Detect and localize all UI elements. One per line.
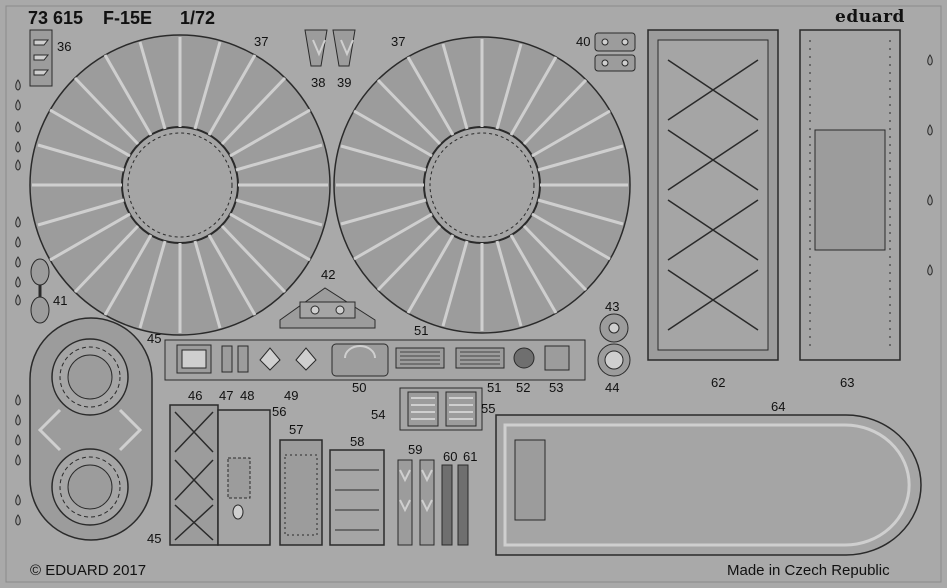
label-49: 49 <box>284 388 299 403</box>
fret-frame <box>5 5 942 583</box>
part-43-44-rings <box>597 313 631 377</box>
label-56: 56 <box>272 404 287 419</box>
brand-logo: eduard <box>835 7 905 27</box>
label-58: 58 <box>350 434 365 449</box>
label-48: 48 <box>240 388 255 403</box>
set-number: 73 615 <box>28 8 84 28</box>
part-36-clips <box>29 29 53 87</box>
label-53: 53 <box>549 380 564 395</box>
label-57: 57 <box>289 422 304 437</box>
part-42-arch-bracket <box>279 287 376 329</box>
part-45-wheel-well-plate <box>29 317 153 541</box>
label-42: 42 <box>321 267 336 282</box>
part-37-right-intake-blade-disc <box>333 36 631 334</box>
aircraft-name: F-15E <box>103 8 153 28</box>
label-47: 47 <box>219 388 234 403</box>
part-57-panel <box>279 439 323 546</box>
part-62-bay-plate <box>647 29 779 361</box>
label-46: 46 <box>188 388 203 403</box>
label-39: 39 <box>337 75 352 90</box>
label-41: 41 <box>53 293 68 308</box>
label-37-left: 37 <box>254 34 269 49</box>
label-43: 43 <box>605 299 620 314</box>
label-62: 62 <box>711 375 726 390</box>
part-37-left-intake-blade-disc <box>29 34 331 336</box>
label-37-right: 37 <box>391 34 406 49</box>
label-38: 38 <box>311 75 326 90</box>
label-61: 61 <box>463 449 478 464</box>
label-51-top: 51 <box>414 323 429 338</box>
label-51-bottom: 51 <box>487 380 502 395</box>
label-44: 44 <box>605 380 620 395</box>
label-40: 40 <box>576 34 591 49</box>
label-63: 63 <box>840 375 855 390</box>
label-36: 36 <box>57 39 72 54</box>
origin-text: Made in Czech Republic <box>727 562 890 579</box>
label-55: 55 <box>481 401 496 416</box>
copyright-text: © EDUARD 2017 <box>30 562 147 579</box>
label-60: 60 <box>443 449 458 464</box>
label-54: 54 <box>371 407 386 422</box>
part-38-39-brackets <box>304 29 356 67</box>
scale-label: 1/72 <box>180 8 216 28</box>
part-41-link <box>30 258 50 324</box>
part-54-55-panels <box>399 387 483 431</box>
part-60-61-straps <box>441 464 469 546</box>
label-45-bottom: 45 <box>147 531 162 546</box>
part-56-panel <box>217 409 271 546</box>
label-64: 64 <box>771 399 786 414</box>
part-59-pair <box>397 459 435 546</box>
label-59: 59 <box>408 442 423 457</box>
label-50: 50 <box>352 380 367 395</box>
part-64-canopy-frame <box>495 414 922 556</box>
part-40-clips <box>594 32 636 72</box>
part-46-53-strip <box>164 339 586 381</box>
label-52: 52 <box>516 380 531 395</box>
part-58-panel <box>329 449 385 546</box>
left-sprue-drops <box>15 79 21 526</box>
part-46-frame-column <box>169 404 219 546</box>
label-45-top: 45 <box>147 331 162 346</box>
part-63-bay-plate <box>799 29 901 361</box>
